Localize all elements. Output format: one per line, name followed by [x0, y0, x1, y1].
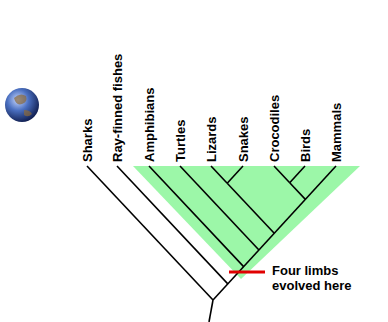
tetrapod-clade — [133, 166, 360, 279]
taxon-label: Mammals — [329, 103, 344, 162]
taxon-label: Crocodiles — [267, 95, 282, 162]
taxon-label: Lizards — [204, 116, 219, 162]
globe-icon — [5, 88, 39, 122]
taxon-label: Amphibians — [142, 88, 157, 162]
taxon-label: Turtles — [173, 120, 188, 162]
annotation: Four limbs evolved here — [272, 263, 382, 293]
tree-lines — [87, 166, 336, 322]
taxon-label: Ray-finned fishes — [110, 54, 125, 162]
globe-land — [14, 94, 32, 116]
taxon-label: Snakes — [236, 116, 251, 162]
taxon-label: Sharks — [80, 119, 95, 162]
limbs-marker — [229, 271, 265, 274]
taxon-label: Birds — [298, 129, 313, 162]
